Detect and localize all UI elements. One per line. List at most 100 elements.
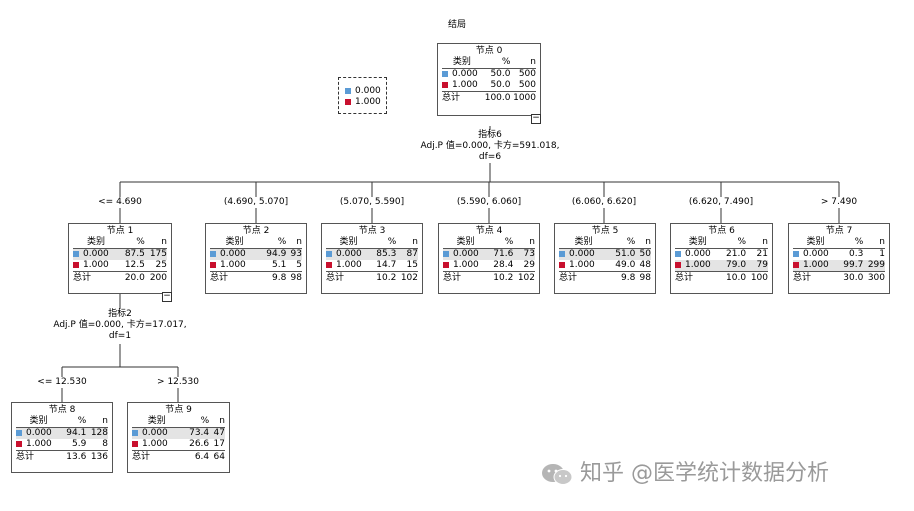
total-label: 总计 xyxy=(16,450,62,464)
legend: 0.000 1.000 xyxy=(338,77,387,114)
branch-label: (5.070, 5.590] xyxy=(322,197,422,208)
n-value: 48 xyxy=(639,260,651,270)
n-value: 500 xyxy=(518,80,536,90)
col-percent: % xyxy=(488,237,514,249)
col-category: 类别 xyxy=(73,237,120,249)
col-n: n xyxy=(513,237,535,249)
legend-label: 0.000 xyxy=(355,86,381,96)
category-swatch xyxy=(559,250,565,257)
wechat-icon xyxy=(540,462,574,486)
col-n: n xyxy=(86,416,108,428)
collapse-toggle-icon[interactable]: − xyxy=(531,113,541,124)
total-label: 总计 xyxy=(559,271,608,285)
collapse-toggle-icon[interactable]: − xyxy=(162,291,172,302)
category-swatch xyxy=(443,250,449,257)
col-category: 类别 xyxy=(793,237,839,249)
col-category: 类别 xyxy=(16,416,62,428)
total-label: 总计 xyxy=(73,271,120,285)
category-swatch xyxy=(326,261,332,268)
category-swatch xyxy=(442,81,448,88)
category-value: 0.000 xyxy=(803,249,829,259)
category-value: 1.000 xyxy=(452,80,478,90)
percent-value: 14.7 xyxy=(376,260,397,270)
total-percent: 9.8 xyxy=(258,271,287,285)
n-value: 73 xyxy=(513,248,535,260)
percent-value: 0.3 xyxy=(848,249,864,259)
watermark: 知乎 @医学统计数据分析 xyxy=(540,455,829,487)
col-percent: % xyxy=(258,237,287,249)
total-label: 总计 xyxy=(443,271,489,285)
legend-swatch-red xyxy=(345,98,351,105)
total-percent: 30.0 xyxy=(838,271,864,285)
total-percent: 10.0 xyxy=(720,271,747,285)
total-percent: 6.4 xyxy=(181,450,210,464)
percent-value: 5.9 xyxy=(71,439,87,449)
percent-value: 99.7 xyxy=(838,260,864,272)
percent-value: 94.1 xyxy=(61,427,87,439)
col-n: n xyxy=(635,237,651,249)
legend-item: 0.000 xyxy=(345,86,381,96)
node-title: 节点 7 xyxy=(825,226,853,236)
node-title: 节点 9 xyxy=(165,405,192,415)
col-category: 类别 xyxy=(442,57,482,69)
split-variable: 指标2 xyxy=(108,309,132,319)
total-n: 200 xyxy=(144,271,167,285)
n-value: 15 xyxy=(406,260,418,270)
category-swatch xyxy=(442,70,448,77)
col-n: n xyxy=(396,237,418,249)
total-n: 64 xyxy=(209,450,225,464)
percent-value: 51.0 xyxy=(607,248,636,260)
node-title: 节点 8 xyxy=(48,405,76,415)
split-stats: Adj.P 值=0.000, 卡方=591.018, xyxy=(420,141,560,151)
percent-value: 26.6 xyxy=(189,439,210,449)
category-value: 0.000 xyxy=(83,249,109,259)
total-label: 总计 xyxy=(442,91,482,105)
n-value: 299 xyxy=(863,260,885,272)
col-category: 类别 xyxy=(210,237,259,249)
category-swatch xyxy=(210,261,216,268)
watermark-text: 知乎 @医学统计数据分析 xyxy=(580,461,829,486)
category-swatch xyxy=(326,250,332,257)
n-value: 1 xyxy=(879,249,885,259)
category-swatch xyxy=(559,261,565,268)
total-n: 100 xyxy=(746,271,768,285)
percent-value: 28.4 xyxy=(493,260,514,270)
node-title: 节点 3 xyxy=(358,226,386,236)
total-n: 300 xyxy=(863,271,885,285)
branch-label: (6.620, 7.490] xyxy=(671,197,771,208)
category-swatch xyxy=(132,429,138,436)
category-value: 1.000 xyxy=(26,439,52,449)
category-value: 0.000 xyxy=(336,249,362,259)
